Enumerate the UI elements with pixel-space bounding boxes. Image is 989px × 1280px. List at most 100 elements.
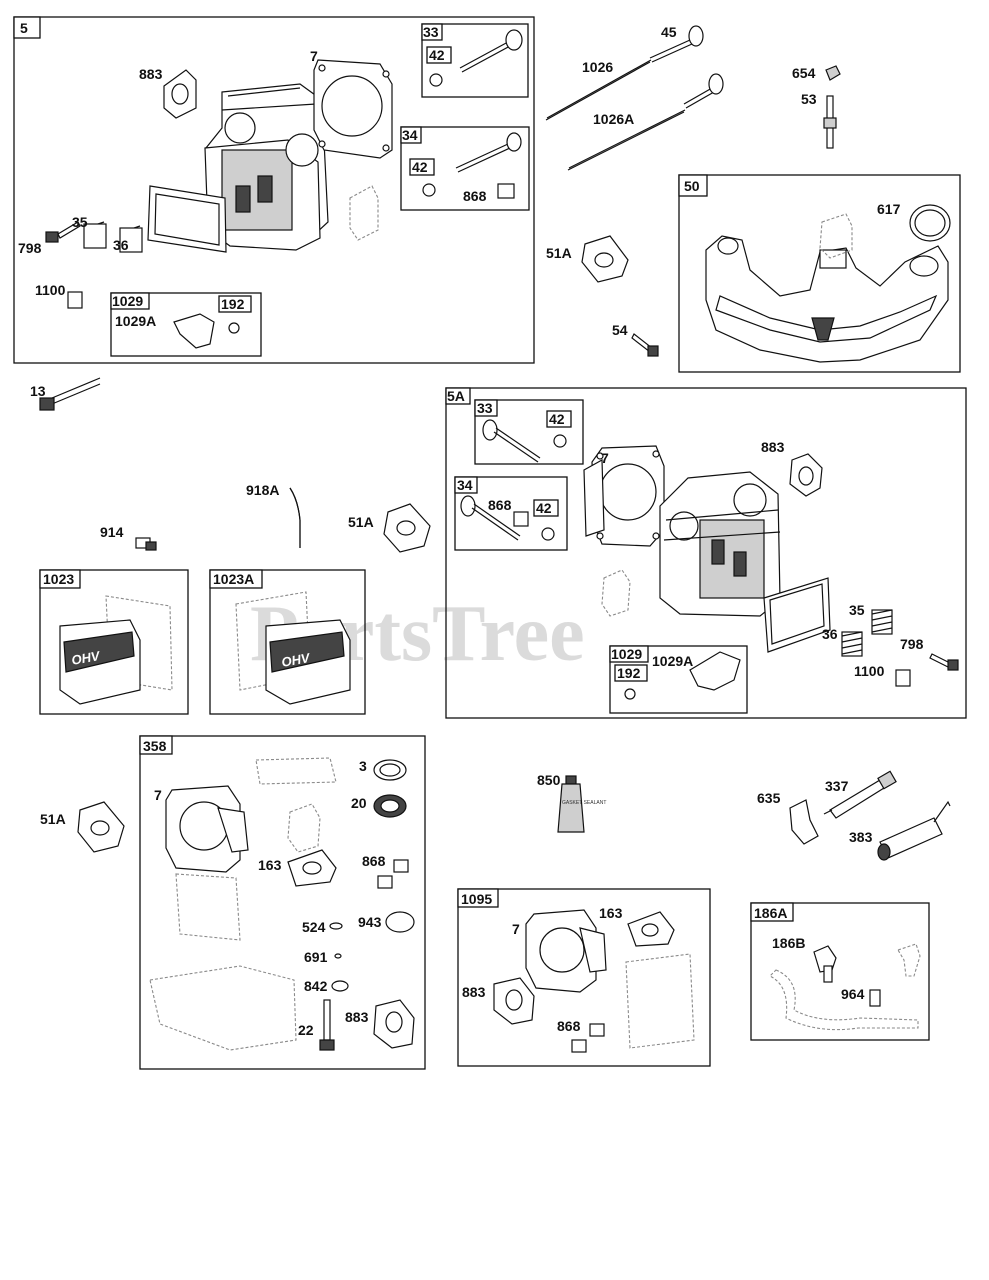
bolt-22[interactable] [319,999,335,1051]
valve-1026A-head[interactable] [683,73,724,109]
pushrod-1026A[interactable] [567,109,686,171]
o-ring-691[interactable] [334,953,342,959]
o-ring-943[interactable] [385,911,415,933]
intake-gasket-883-a[interactable] [163,69,197,119]
head-gasket-b[interactable] [583,445,665,547]
label-868-c: 868 [362,853,386,869]
group-1029-b[interactable]: 1029 192 [609,645,748,714]
label-524: 524 [302,919,326,935]
spark-plug-boot-635[interactable] [789,799,819,845]
label-163-a: 163 [258,857,282,873]
intake-gasket-883-c[interactable] [373,999,415,1049]
group-label-33-b: 33 [477,400,493,416]
ignition-coil-383[interactable] [877,800,951,861]
head-gasket-c[interactable] [165,785,249,873]
label-7-b: 7 [601,450,609,466]
part-1100-b[interactable] [895,669,911,687]
label-868-b: 868 [488,497,512,513]
label-1100-b: 1100 [854,663,885,679]
group-1023[interactable]: 1023 [39,569,189,715]
label-22: 22 [298,1022,314,1038]
label-51A-c: 51A [40,811,66,827]
group-186A[interactable]: 186A [750,902,930,1041]
group-1023A[interactable]: 1023A [209,569,366,715]
intake-gasket-883-b[interactable] [789,453,823,497]
ohv-logo-b: OHV [280,650,312,670]
label-7-c: 7 [154,787,162,803]
head-gasket-a[interactable] [313,59,393,159]
intake-gasket-883-d[interactable] [493,977,535,1025]
label-163-b: 163 [599,905,623,921]
ghost-gasket-358-a [255,757,337,785]
valve-cover-1023A[interactable]: OHV [235,591,351,705]
breather-tube-918A[interactable] [289,487,301,548]
spark-plug-337[interactable] [823,770,897,819]
group-label-1023A: 1023A [213,571,254,587]
seal-868-c[interactable] [377,859,409,889]
group-label-42-d: 42 [536,500,552,516]
group-1029-a[interactable]: 1029 192 [110,292,262,357]
label-918A: 918A [246,482,279,498]
group-358[interactable]: 358 [139,735,426,1070]
part-1100-a[interactable] [67,291,83,309]
gasket-163-b[interactable] [627,911,675,947]
group-5A[interactable]: 5A [445,387,967,719]
label-35-b: 35 [849,602,865,618]
group-label-1029-b: 1029 [611,646,642,662]
group-34-a[interactable]: 34 42 [400,126,530,211]
bolt-13[interactable] [39,377,101,411]
group-5[interactable]: 5 [13,16,535,364]
o-ring-524[interactable] [329,922,343,930]
pushrod-1026[interactable] [545,59,652,121]
seal-868-d[interactable] [571,1023,605,1053]
group-1095[interactable]: 1095 [457,888,711,1067]
valve-spring-35-b[interactable] [871,609,893,635]
ghost-gasket-358-d [149,965,297,1051]
label-3: 3 [359,758,367,774]
label-964: 964 [841,986,865,1002]
group-label-42-b: 42 [412,159,428,175]
fuel-line[interactable] [769,969,919,1031]
gasket-51A-a[interactable] [581,235,629,283]
valve-spring-35-a[interactable] [83,221,107,249]
bolt-798-b[interactable] [929,653,959,671]
ghost-gasket-358-b [287,803,321,853]
clamp-964[interactable] [869,989,881,1007]
group-33-a[interactable]: 33 42 [421,23,529,98]
valve-45[interactable] [649,25,704,63]
cylinder-head-b[interactable] [659,471,781,617]
rocker-gasket-a[interactable] [147,185,227,253]
o-ring-842[interactable] [331,980,349,992]
label-1029A-b: 1029A [652,653,693,669]
valve-cover-1023[interactable]: OHV [59,595,173,705]
o-ring-617[interactable] [909,204,951,242]
valve-spring-36-b[interactable] [841,631,863,657]
tube-label: GASKET SEALANT [562,800,606,806]
ghost-gasket-358-c [175,873,241,941]
sealant-tube-850[interactable]: GASKET SEALANT [557,775,606,833]
gasket-163-a[interactable] [287,849,337,887]
label-617: 617 [877,201,901,217]
label-883-a: 883 [139,66,163,82]
seal-3[interactable] [373,759,407,781]
seal-20[interactable] [373,794,407,818]
group-50[interactable]: 50 [678,174,961,373]
rocker-gasket-b[interactable] [763,577,831,653]
bolt-798-a[interactable] [45,221,81,243]
group-34-b[interactable]: 34 42 [454,476,568,551]
nut-654[interactable] [825,65,841,81]
intake-manifold-50[interactable] [705,235,949,363]
screw-914[interactable] [135,537,157,551]
bolt-54[interactable] [631,333,659,357]
fuel-fitting-186B[interactable] [813,945,837,983]
group-label-1095: 1095 [461,891,492,907]
head-gasket-d[interactable] [525,909,607,993]
label-850: 850 [537,772,561,788]
gasket-51A-b[interactable] [383,503,431,553]
cylinder-head-a[interactable] [204,83,329,251]
stud-53[interactable] [823,95,837,149]
label-1029A-a: 1029A [115,313,156,329]
group-33-b[interactable]: 33 42 [474,399,584,465]
gasket-51A-c[interactable] [77,801,125,853]
valve-spring-36-a[interactable] [119,225,143,253]
